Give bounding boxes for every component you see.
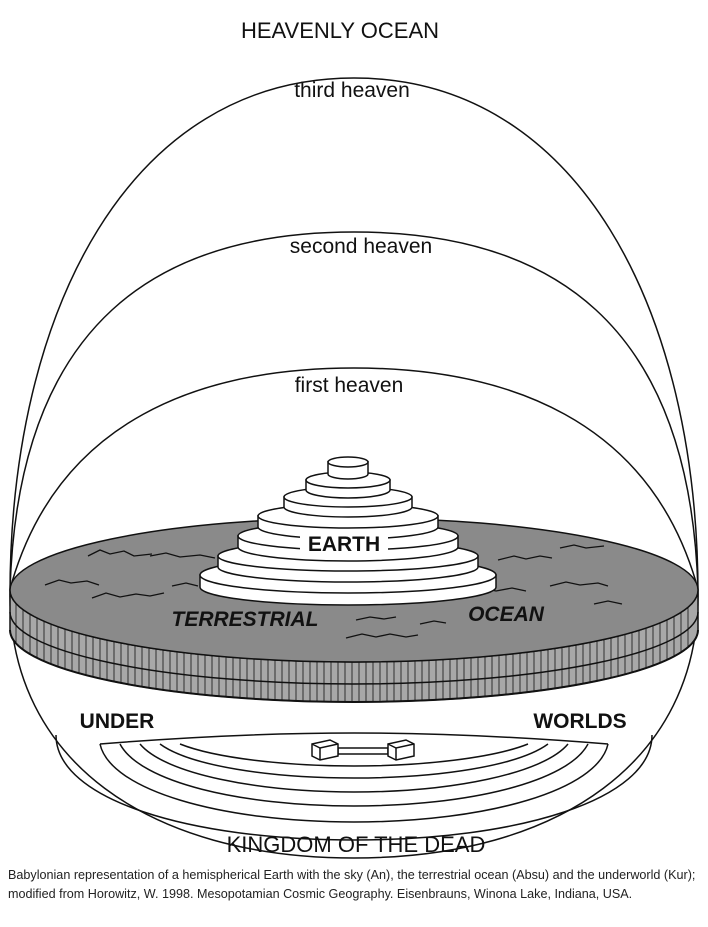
disc-rim-groove [9, 611, 699, 685]
label-terrestrial: TERRESTRIAL [172, 608, 319, 631]
first-heaven-arc [11, 367, 697, 583]
disc-bottom-edge [9, 629, 699, 703]
earth-label-bg [300, 532, 388, 556]
label-under: UNDER [80, 710, 155, 733]
label-first-heaven: first heaven [295, 374, 404, 397]
underworld-layers [55, 732, 653, 841]
label-earth: EARTH [308, 533, 380, 556]
ocean-waves [44, 544, 623, 639]
cosmology-diagram: HEAVENLY OCEAN third heaven second heave… [9, 18, 699, 859]
label-third-heaven: third heaven [294, 79, 410, 102]
label-second-heaven: second heaven [290, 235, 432, 258]
label-kingdom-of-the-dead: KINGDOM OF THE DEAD [227, 832, 486, 857]
palace-of-dead [311, 739, 415, 761]
label-ocean: OCEAN [468, 603, 545, 626]
figure-caption: Babylonian representation of a hemispher… [8, 868, 696, 901]
earth-ziggurat [199, 456, 497, 606]
third-heaven-arc [9, 231, 699, 591]
label-heavenly-ocean: HEAVENLY OCEAN [241, 18, 439, 43]
outer-sphere [9, 77, 699, 859]
label-worlds: WORLDS [533, 710, 626, 733]
rim-ticks [15, 603, 689, 702]
